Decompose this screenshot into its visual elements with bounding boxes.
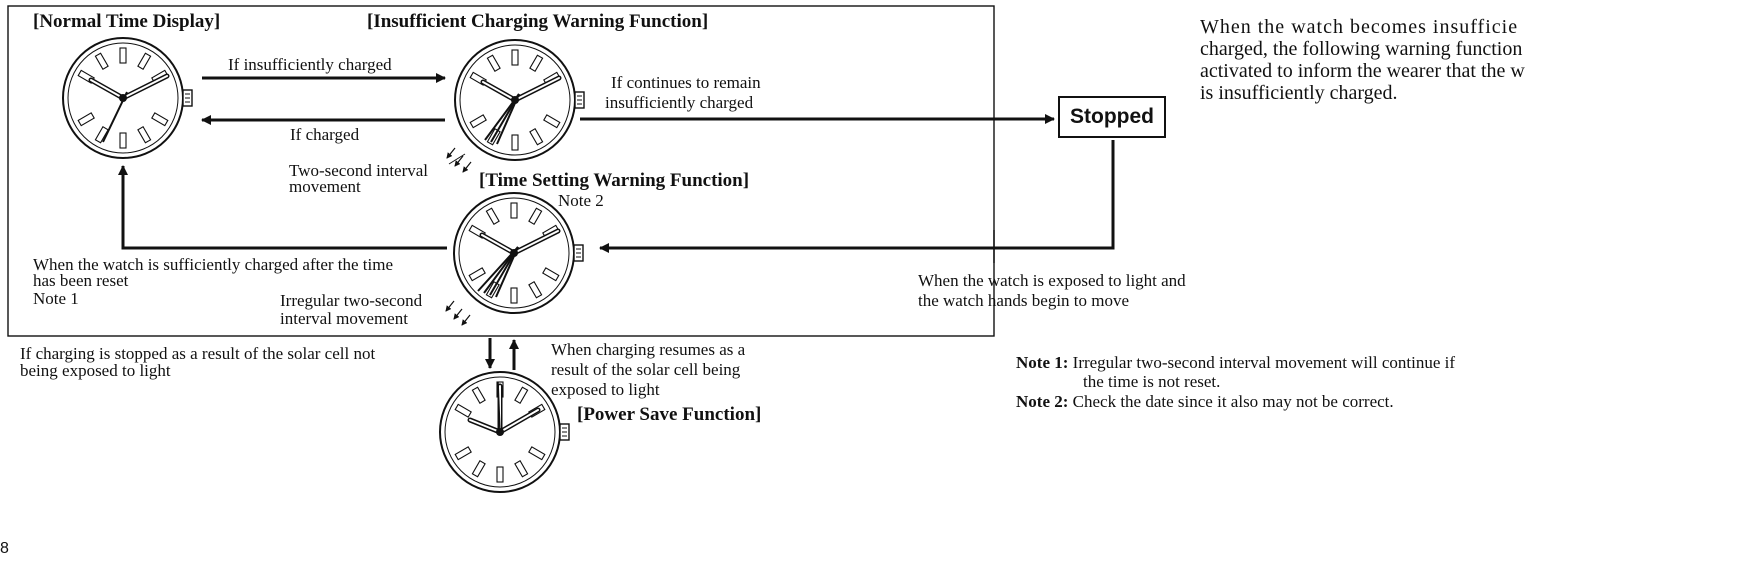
note1: Note 1: Irregular two-second interval mo… xyxy=(1016,354,1455,372)
power-save-heading: [Power Save Function] xyxy=(577,404,762,425)
continues-label-line2: insufficiently charged xyxy=(605,93,754,112)
note2: Note 2: Check the date since it also may… xyxy=(1016,393,1394,411)
charging-resumes-line3: exposed to light xyxy=(551,380,660,399)
exposed-label-line1: When the watch is exposed to light and xyxy=(918,271,1186,290)
continues-label-line1: If continues to remain xyxy=(611,73,761,92)
note1-continued: the time is not reset. xyxy=(1083,372,1221,391)
note2-marker: Note 2 xyxy=(558,191,604,210)
arrow-from-stopped xyxy=(599,140,1115,253)
irregular-label-line1: Irregular two-second xyxy=(280,291,423,310)
normal-time-heading: [Normal Time Display] xyxy=(33,11,221,32)
note2-label: Note 2: xyxy=(1016,392,1069,411)
note2-text: Check the date since it also may not be … xyxy=(1072,392,1394,411)
charging-resumes-line1: When charging resumes as a xyxy=(551,340,746,359)
time-setting-heading: [Time Setting Warning Function] xyxy=(479,170,750,191)
insufficient-watch-icon xyxy=(446,39,585,173)
irregular-label-line2: interval movement xyxy=(280,309,408,328)
warning-frame xyxy=(7,5,995,337)
if-charged-label: If charged xyxy=(290,125,360,144)
page-number: 8 xyxy=(0,540,9,557)
sufficient-label-line2: has been reset xyxy=(33,271,129,290)
if-insufficiently-charged-label: If insufficiently charged xyxy=(228,55,392,74)
charging-stopped-line1: If charging is stopped as a result of th… xyxy=(20,344,376,363)
power-save-watch-icon xyxy=(439,371,570,493)
exposed-label-line2: the watch hands begin to move xyxy=(918,291,1130,310)
arrow-to-normal xyxy=(118,165,447,250)
insufficient-heading: [Insufficient Charging Warning Function] xyxy=(367,11,709,32)
note1-text: Irregular two-second interval movement w… xyxy=(1072,353,1456,372)
normal-watch-icon xyxy=(62,37,193,159)
stopped-state-box: Stopped xyxy=(1058,96,1166,138)
intro-paragraph: When the watch becomes insufficie charge… xyxy=(1200,16,1600,104)
intro-line2: charged, the following warning function xyxy=(1200,38,1523,60)
note1-marker: Note 1 xyxy=(33,289,79,308)
charging-stopped-line2: being exposed to light xyxy=(20,361,171,380)
two-second-label-line2: movement xyxy=(289,177,361,196)
note1-label: Note 1: xyxy=(1016,353,1069,372)
intro-line1: When the watch becomes insufficie xyxy=(1200,16,1519,38)
sufficient-label-line1: When the watch is sufficiently charged a… xyxy=(33,255,394,274)
intro-line3: activated to inform the wearer that the … xyxy=(1200,60,1525,82)
two-second-label-line1: Two-second interval xyxy=(289,161,429,180)
charging-resumes-line2: result of the solar cell being xyxy=(551,360,741,379)
intro-line4: is insufficiently charged. xyxy=(1200,82,1398,104)
time-setting-watch-icon xyxy=(445,192,584,326)
